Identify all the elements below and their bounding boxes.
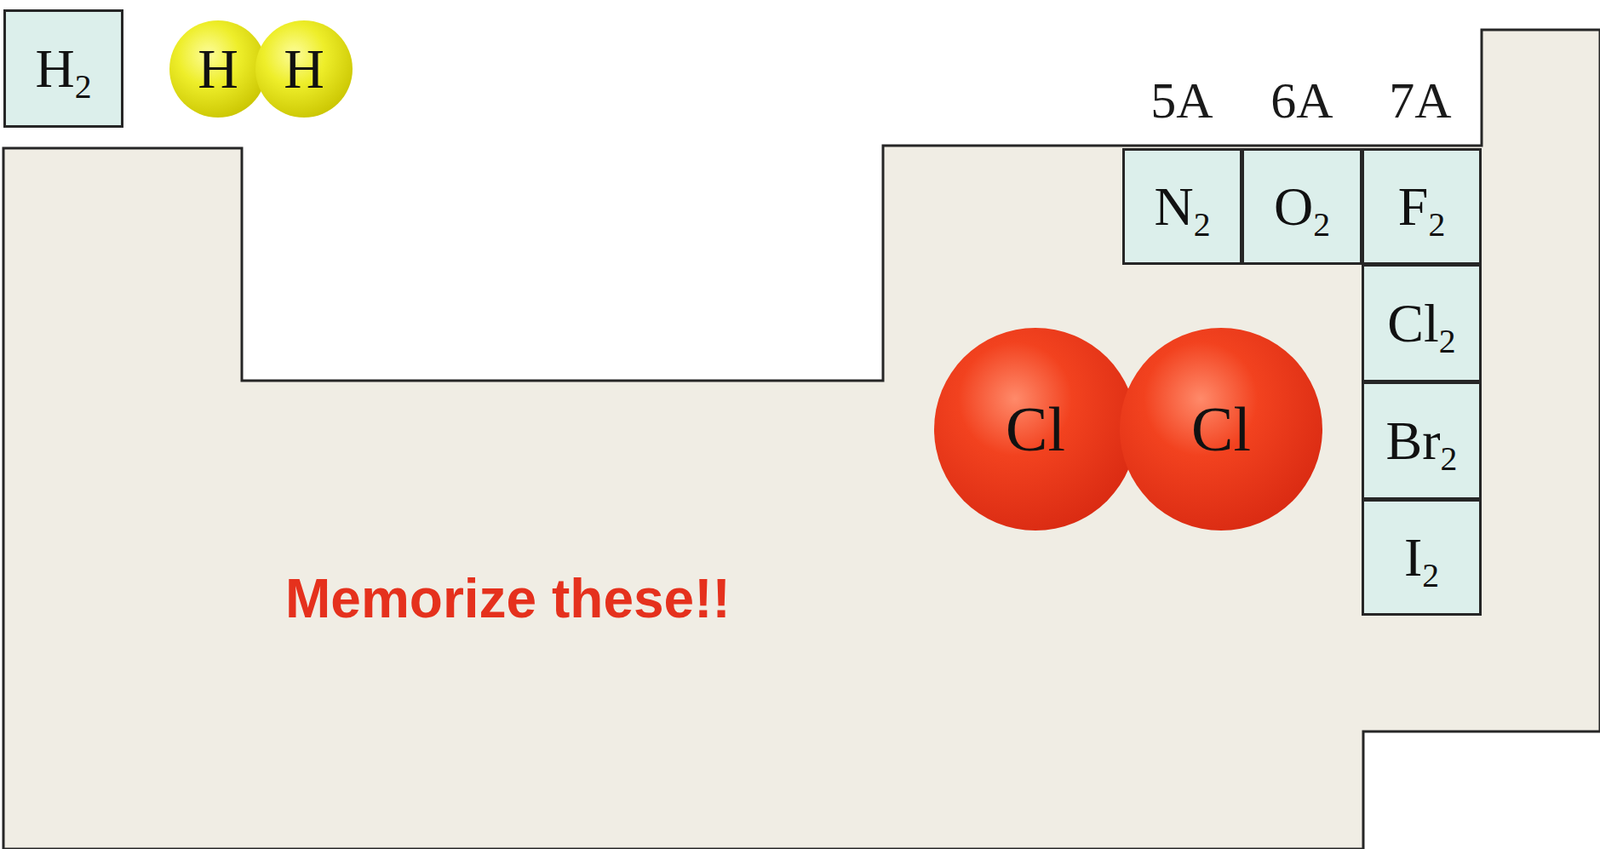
symbol-part: 2	[1439, 292, 1457, 354]
symbol-part: Cl	[1387, 292, 1439, 354]
element-formula: Br2	[1386, 413, 1458, 469]
subscript: 2	[1193, 205, 1211, 243]
atom-sphere: H	[168, 19, 268, 119]
symbol-part: 2	[1440, 410, 1458, 471]
element-formula: F2	[1398, 179, 1446, 235]
sphere	[169, 20, 267, 118]
atom-symbol: H	[197, 40, 239, 98]
symbol-part: 2	[1313, 176, 1331, 237]
group-number: 6A	[1270, 74, 1333, 127]
atom-sphere: Cl	[1118, 326, 1324, 532]
symbol-part: 2	[1427, 176, 1446, 237]
symbol-part: F	[1398, 176, 1429, 237]
group-number: 7A	[1388, 74, 1451, 127]
atom-sphere: H	[254, 19, 354, 119]
element-box: O2	[1241, 148, 1363, 265]
symbol-part: 2	[1422, 527, 1440, 588]
subscript: 2	[74, 67, 92, 105]
element-box: H2	[3, 9, 124, 128]
symbol-part: H	[34, 38, 75, 99]
element-box: Cl2	[1361, 263, 1482, 383]
subscript: 2	[1313, 205, 1331, 243]
element-box: I2	[1361, 498, 1482, 616]
atom-symbol: Cl	[1005, 397, 1066, 461]
subscript: 2	[1440, 439, 1458, 477]
atom-symbol: Cl	[1191, 397, 1251, 461]
symbol-part: 2	[1193, 176, 1211, 237]
note-text: Memorize these!!	[285, 571, 731, 626]
element-formula: O2	[1273, 179, 1331, 235]
subscript: 2	[1422, 556, 1440, 594]
element-formula: N2	[1153, 179, 1211, 235]
element-box: Br2	[1361, 381, 1482, 500]
symbol-part: Br	[1386, 410, 1441, 471]
element-formula: I2	[1404, 530, 1440, 585]
table-shape	[3, 29, 1600, 849]
atom-sphere: Cl	[933, 326, 1138, 532]
atom-symbol: H	[283, 40, 325, 98]
symbol-part: 2	[74, 38, 92, 99]
symbol-part: O	[1273, 176, 1314, 237]
subscript: 2	[1427, 205, 1446, 243]
sphere	[255, 20, 353, 118]
subscript: 2	[1439, 321, 1457, 360]
symbol-part: N	[1153, 176, 1193, 237]
element-formula: Cl2	[1387, 296, 1456, 351]
element-box: F2	[1361, 148, 1482, 265]
element-box: N2	[1122, 148, 1243, 265]
sphere	[934, 327, 1137, 531]
element-formula: H2	[34, 41, 92, 97]
group-number: 5A	[1150, 74, 1213, 127]
symbol-part: I	[1404, 527, 1423, 588]
sphere	[1119, 327, 1323, 531]
